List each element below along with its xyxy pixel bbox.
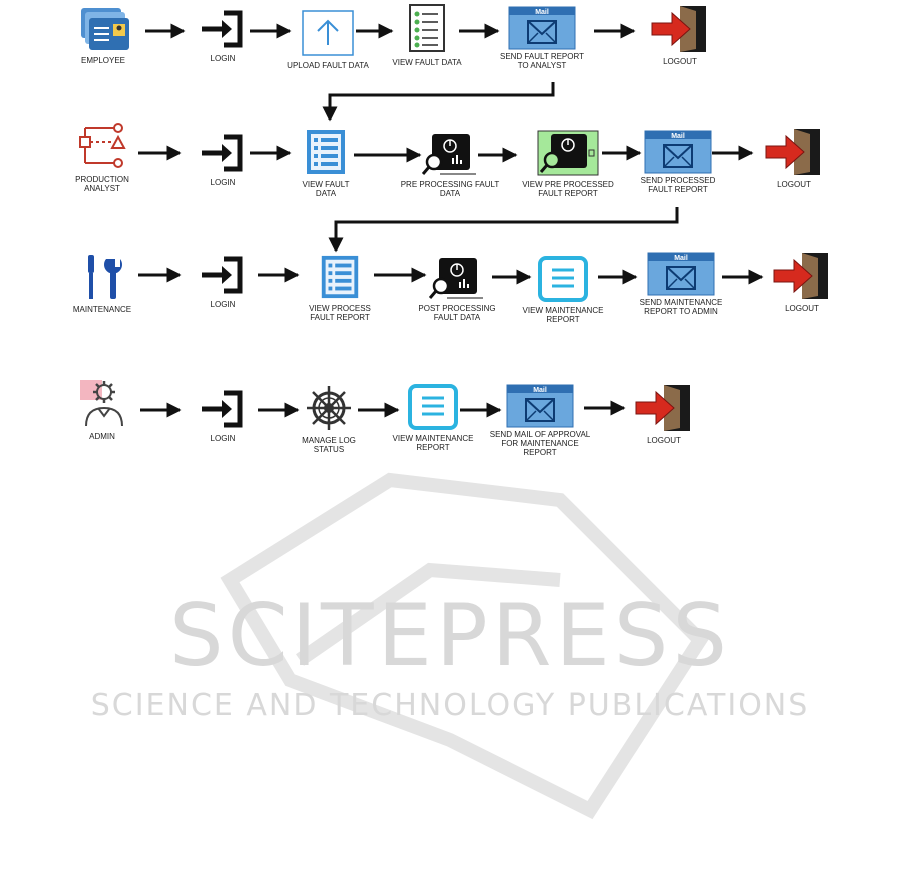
node-employee: EMPLOYEE	[68, 6, 138, 65]
logout-icon	[650, 5, 710, 53]
node-login: LOGIN	[193, 388, 253, 443]
node-logout: LOGOUT	[632, 384, 696, 445]
node-upload-fault-data: UPLOAD FAULT DATA	[282, 9, 374, 70]
flow-arrows	[138, 23, 764, 418]
login-icon	[200, 132, 246, 174]
mail-icon: Mail	[647, 252, 715, 296]
flowchart-icon	[74, 121, 130, 171]
report-analysis-highlighted-icon	[537, 130, 599, 176]
node-label: LOGOUT	[785, 304, 819, 313]
node-label: LOGIN	[210, 54, 236, 63]
node-login: LOGIN	[193, 8, 253, 63]
logout-icon	[772, 252, 832, 300]
node-label: SEND PROCESSED FAULT REPORT	[640, 176, 716, 194]
list-document-icon	[319, 254, 361, 300]
node-logout: LOGOUT	[770, 252, 834, 313]
node-login: LOGIN	[193, 132, 253, 187]
mail-header-text: Mail	[671, 133, 685, 140]
node-label: VIEW PRE PROCESSED FAULT REPORT	[522, 180, 614, 198]
document-icon	[408, 384, 458, 430]
node-view-fault-data: VIEW FAULT DATA	[294, 128, 358, 198]
node-label: VIEW FAULT DATA	[302, 180, 350, 198]
node-label: LOGIN	[210, 178, 236, 187]
checklist-icon	[406, 2, 448, 54]
list-document-icon	[305, 128, 347, 176]
login-icon	[200, 388, 246, 430]
report-analysis-icon	[422, 132, 478, 176]
node-label: SEND MAINTENANCE REPORT TO ADMIN	[639, 298, 723, 316]
node-label: PRE PROCESSING FAULT DATA	[400, 180, 500, 198]
mail-header-text: Mail	[535, 9, 549, 16]
logout-icon	[764, 128, 824, 176]
ship-wheel-icon	[304, 384, 354, 432]
node-label: LOGOUT	[777, 180, 811, 189]
node-label: UPLOAD FAULT DATA	[287, 61, 369, 70]
node-label: LOGOUT	[647, 436, 681, 445]
mail-icon: Mail	[644, 130, 712, 174]
node-logout: LOGOUT	[762, 128, 826, 189]
watermark-logo: SCITEPRESS SCIENCE AND TECHNOLOGY PUBLIC…	[91, 472, 810, 820]
node-login: LOGIN	[193, 254, 253, 309]
node-label: MANAGE LOG STATUS	[302, 436, 356, 454]
mail-icon: Mail	[508, 6, 576, 50]
node-admin: ADMIN	[72, 378, 132, 441]
admin-gear-user-icon	[76, 378, 128, 428]
watermark-subtitle: SCIENCE AND TECHNOLOGY PUBLICATIONS	[91, 688, 810, 723]
node-view-fault-data: VIEW FAULT DATA	[386, 2, 468, 67]
node-maintenance: MAINTENANCE	[68, 253, 136, 314]
node-label: VIEW FAULT DATA	[392, 58, 462, 67]
mail-header-text: Mail	[674, 255, 688, 262]
node-logout: LOGOUT	[648, 5, 712, 66]
document-icon	[538, 256, 588, 302]
node-label: LOGIN	[210, 300, 236, 309]
mail-icon: Mail	[506, 384, 574, 428]
mail-header-text: Mail	[533, 387, 547, 394]
node-label: PRODUCTION ANALYST	[75, 175, 129, 193]
node-pre-processing: PRE PROCESSING FAULT DATA	[396, 132, 504, 198]
node-label: ADMIN	[89, 432, 115, 441]
node-view-process-fault-report: VIEW PROCESS FAULT REPORT	[300, 254, 380, 322]
node-label: LOGIN	[210, 434, 236, 443]
connector-arrow	[322, 82, 555, 122]
employee-folders-icon	[75, 6, 131, 52]
node-label: VIEW MAINTENANCE REPORT	[522, 306, 604, 324]
node-send-processed-report: Mail SEND PROCESSED FAULT REPORT	[630, 130, 726, 194]
node-label: VIEW PROCESS FAULT REPORT	[309, 304, 371, 322]
node-send-maintenance-report: Mail SEND MAINTENANCE REPORT TO ADMIN	[632, 252, 730, 316]
node-label: VIEW MAINTENANCE REPORT	[392, 434, 474, 452]
login-icon	[200, 254, 246, 296]
report-analysis-icon	[429, 256, 485, 300]
node-view-pre-processed: VIEW PRE PROCESSED FAULT REPORT	[518, 130, 618, 198]
node-label: EMPLOYEE	[80, 56, 125, 65]
node-post-processing: POST PROCESSING FAULT DATA	[410, 256, 504, 322]
tools-icon	[76, 253, 128, 301]
connector-arrow	[328, 207, 679, 253]
node-manage-log-status: MANAGE LOG STATUS	[296, 384, 362, 454]
node-label: POST PROCESSING FAULT DATA	[418, 304, 496, 322]
node-production-analyst: PRODUCTION ANALYST	[70, 121, 134, 193]
node-view-maintenance-report: VIEW MAINTENANCE REPORT	[386, 384, 480, 452]
upload-icon	[301, 9, 355, 57]
node-send-mail-approval: Mail SEND MAIL OF APPROVAL FOR MAINTENAN…	[484, 384, 596, 457]
node-label: SEND MAIL OF APPROVAL FOR MAINTENANCE RE…	[489, 430, 591, 457]
node-label: MAINTENANCE	[72, 305, 132, 314]
node-send-fault-report: Mail SEND FAULT REPORT TO ANALYST	[490, 6, 594, 70]
node-label: SEND FAULT REPORT TO ANALYST	[499, 52, 585, 70]
logout-icon	[634, 384, 694, 432]
login-icon	[200, 8, 246, 50]
node-label: LOGOUT	[663, 57, 697, 66]
watermark-title: SCITEPRESS	[169, 586, 731, 686]
node-view-maintenance-report: VIEW MAINTENANCE REPORT	[516, 256, 610, 324]
